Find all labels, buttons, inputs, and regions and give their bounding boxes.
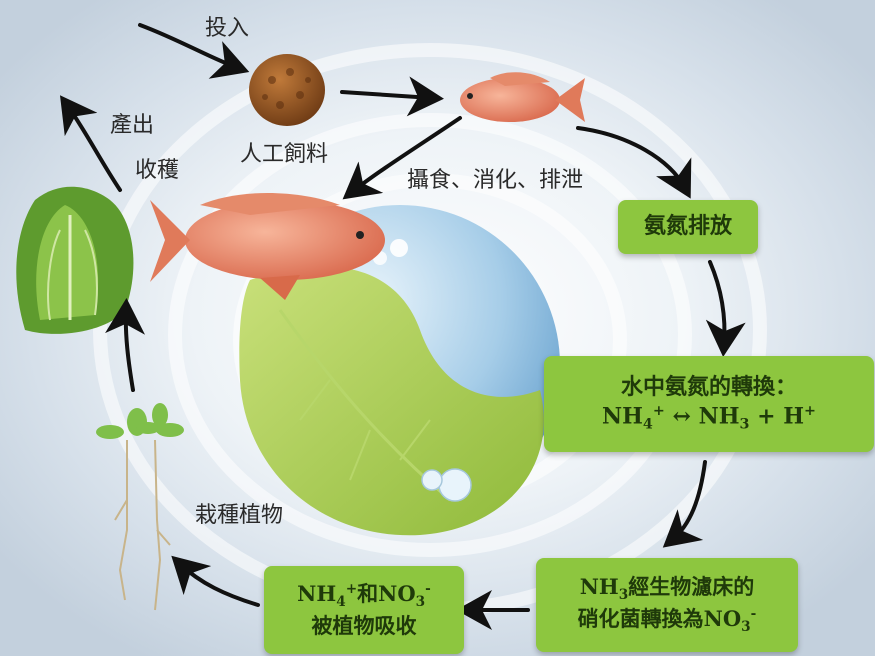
absorption-line2: 被植物吸收 <box>312 612 417 640</box>
nitrification-line2: 硝化菌轉換為NO3- <box>578 605 757 637</box>
box-nitrification: NH3經生物濾床的 硝化菌轉換為NO3- <box>536 558 798 652</box>
nitrification-line1: NH3經生物濾床的 <box>580 573 755 605</box>
box-plant-absorption: NH4+和NO3- 被植物吸收 <box>264 566 464 654</box>
feed-pellets <box>249 54 325 126</box>
lettuce <box>16 187 133 334</box>
label-plant: 栽種植物 <box>195 497 283 529</box>
label-digest: 攝食、消化、排泄 <box>407 162 583 194</box>
label-input: 投入 <box>205 10 249 42</box>
box-ammonia-conversion: 水中氨氮的轉換： NH4+ ↔ NH3 + H+ <box>544 356 874 452</box>
box-ammonia-release: 氨氮排放 <box>618 200 758 254</box>
conversion-equation: NH4+ ↔ NH3 + H+ <box>602 402 816 435</box>
absorption-line1: NH4+和NO3- <box>297 580 431 612</box>
ammonia-release-text: 氨氮排放 <box>644 212 732 242</box>
label-harvest: 收穫 <box>135 152 179 184</box>
label-feed: 人工飼料 <box>240 136 328 168</box>
label-output: 產出 <box>110 107 154 139</box>
conversion-title: 水中氨氮的轉換： <box>621 373 797 403</box>
